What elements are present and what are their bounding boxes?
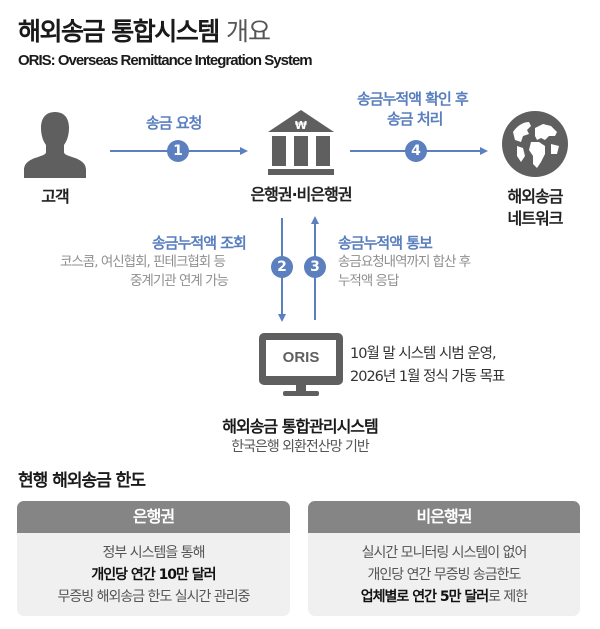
step4-title-line1: 송금누적액 확인 후 — [357, 90, 469, 108]
nonbank-limit-card: 비은행권 실시간 모니터링 시스템이 없어 개인당 연간 무증빙 송금한도 업체… — [308, 501, 580, 616]
nonbank-card-body: 실시간 모니터링 시스템이 없어 개인당 연간 무증빙 송금한도 업체별로 연간… — [308, 533, 580, 608]
nonbank-card-line3-bold: 업체별로 연간 5만 달러 — [360, 589, 489, 605]
step3-desc-line2: 누적액 응답 — [338, 273, 399, 289]
step2-desc-line1: 코스콤, 여신협회, 핀테크협회 등 — [60, 254, 226, 270]
customer-node: 고객 — [20, 108, 90, 208]
network-label-line1: 해외송금 — [507, 187, 564, 206]
network-label-line2: 네트워크 — [507, 209, 564, 228]
bank-limit-card: 은행권 정부 시스템을 통해 개인당 연간 10만 달러 무증빙 해외송금 한도… — [17, 501, 290, 616]
step3-title: 송금누적액 통보 — [338, 234, 433, 252]
system-subtitle: 한국은행 외환전산망 기반 — [231, 439, 370, 455]
title-light: 개요 — [225, 17, 271, 46]
nonbank-card-line3-rest: 로 제한 — [488, 589, 528, 605]
nonbank-card-line1: 실시간 모니터링 시스템이 없어 — [361, 545, 528, 561]
bank-label: 은행권·비은행권 — [250, 185, 352, 204]
bank-node: ₩ 은행권·비은행권 — [238, 108, 364, 206]
step3-badge: 3 — [304, 256, 326, 278]
bank-card-header: 은행권 — [17, 501, 290, 533]
svg-text:₩: ₩ — [295, 119, 307, 132]
monitor-label: ORIS — [282, 349, 320, 366]
step2-arrowhead-icon — [278, 314, 286, 322]
step2-desc-line2: 중계기관 연계 가능 — [130, 273, 229, 289]
step1-badge: 1 — [167, 140, 189, 162]
customer-label: 고객 — [41, 187, 69, 206]
oris-monitor: ORIS — [259, 333, 343, 397]
person-icon — [24, 112, 86, 178]
step4-badge: 4 — [405, 140, 427, 162]
bank-card-line2: 개인당 연간 10만 달러 — [91, 567, 216, 583]
step2-title: 송금누적액 조회 — [152, 234, 247, 252]
nonbank-card-line2: 개인당 연간 무증빙 송금한도 — [367, 567, 522, 583]
nonbank-card-header: 비은행권 — [308, 501, 580, 533]
schedule-note-line2: 2026년 1월 정식 가동 목표 — [350, 369, 505, 385]
limits-section-title: 현행 해외송금 한도 — [18, 471, 146, 491]
step4-arrowhead-icon — [480, 147, 488, 155]
network-node: 해외송금 네트워크 — [490, 110, 580, 230]
step1-arrowhead-icon — [240, 147, 248, 155]
nonbank-card-line3: 업체별로 연간 5만 달러로 제한 — [308, 586, 580, 608]
step4-title-line2: 송금 처리 — [387, 110, 443, 128]
system-title: 해외송금 통합관리시스템 — [222, 417, 379, 436]
bank-card-body: 정부 시스템을 통해 개인당 연간 10만 달러 무증빙 해외송금 한도 실시간… — [17, 533, 290, 608]
bank-card-line1: 정부 시스템을 통해 — [102, 545, 206, 561]
step1-title: 송금 요청 — [146, 114, 202, 132]
monitor-icon — [259, 333, 343, 396]
step3-desc-line1: 송금요청내역까지 합산 후 — [338, 254, 471, 270]
step2-badge: 2 — [271, 256, 293, 278]
bank-card-line3: 무증빙 해외송금 한도 실시간 관리중 — [57, 589, 251, 605]
schedule-note-line1: 10월 말 시스템 시범 운영, — [350, 346, 497, 362]
title-bold: 해외송금 통합시스템 — [18, 17, 220, 46]
globe-icon — [502, 111, 568, 177]
page-title: 해외송금 통합시스템 개요 — [18, 12, 271, 48]
page-subtitle: ORIS: Overseas Remittance Integration Sy… — [18, 52, 313, 69]
step3-arrowhead-icon — [311, 216, 319, 224]
bank-icon: ₩ — [268, 110, 334, 175]
